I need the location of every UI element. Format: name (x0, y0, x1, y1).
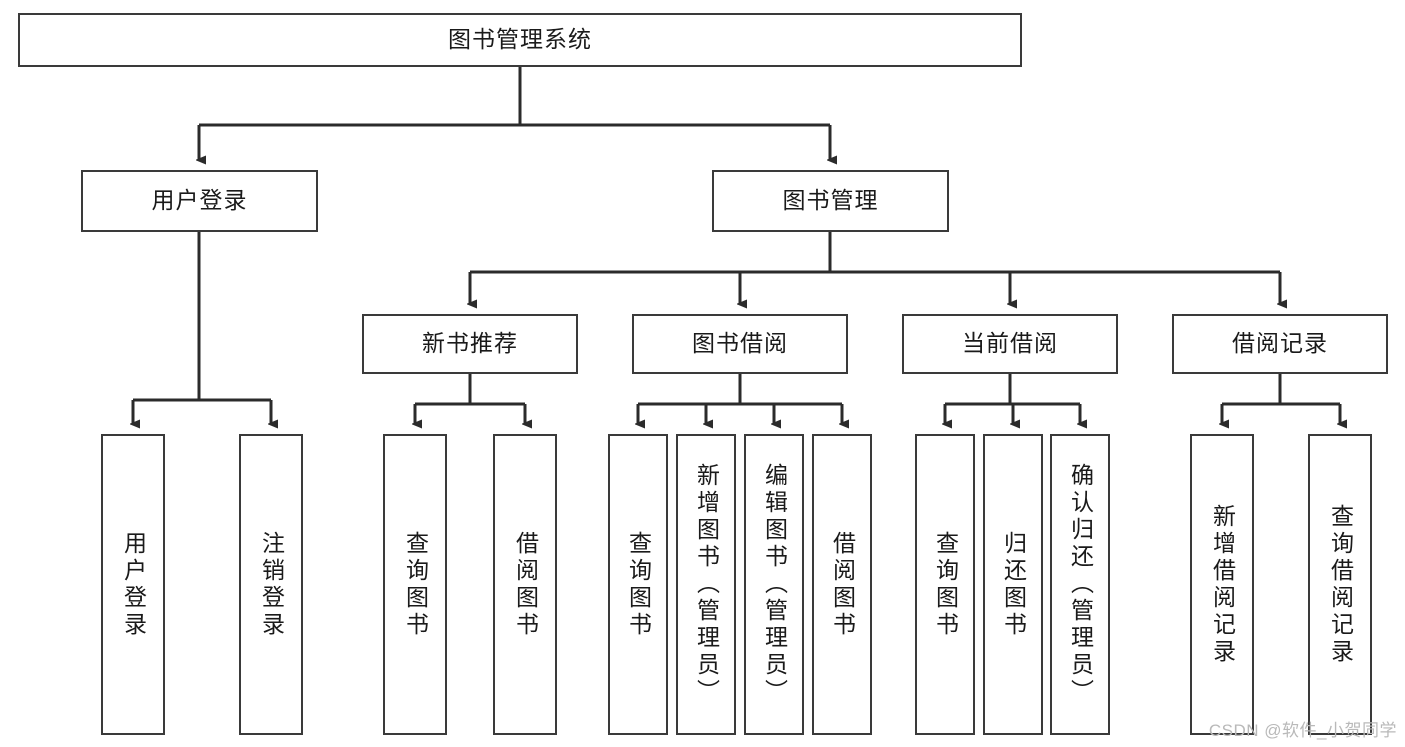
leaf-borrow-book[interactable]: 借阅图书 (812, 434, 872, 735)
leaf-query-book-borrow[interactable]: 查询图书 (608, 434, 668, 735)
leaf-logout[interactable]: 注销登录 (239, 434, 303, 735)
node-book-management[interactable]: 图书管理 (712, 170, 949, 232)
node-root-system[interactable]: 图书管理系统 (18, 13, 1022, 67)
leaf-return-book[interactable]: 归还图书 (983, 434, 1043, 735)
leaf-query-book-current[interactable]: 查询图书 (915, 434, 975, 735)
watermark-text: CSDN @软件_小贺同学 (1208, 721, 1397, 740)
leaf-add-borrow-record[interactable]: 新增借阅记录 (1190, 434, 1254, 735)
node-borrow-record[interactable]: 借阅记录 (1172, 314, 1388, 374)
node-new-book-recommend[interactable]: 新书推荐 (362, 314, 578, 374)
leaf-add-book-admin[interactable]: 新增图书（管理员） (676, 434, 736, 735)
leaf-user-login[interactable]: 用户登录 (101, 434, 165, 735)
leaf-borrow-book-recommend[interactable]: 借阅图书 (493, 434, 557, 735)
node-user-login[interactable]: 用户登录 (81, 170, 318, 232)
leaf-confirm-return-admin[interactable]: 确认归还（管理员） (1050, 434, 1110, 735)
node-current-borrow[interactable]: 当前借阅 (902, 314, 1118, 374)
node-book-borrow[interactable]: 图书借阅 (632, 314, 848, 374)
leaf-query-book-recommend[interactable]: 查询图书 (383, 434, 447, 735)
leaf-query-borrow-record[interactable]: 查询借阅记录 (1308, 434, 1372, 735)
leaf-edit-book-admin[interactable]: 编辑图书（管理员） (744, 434, 804, 735)
